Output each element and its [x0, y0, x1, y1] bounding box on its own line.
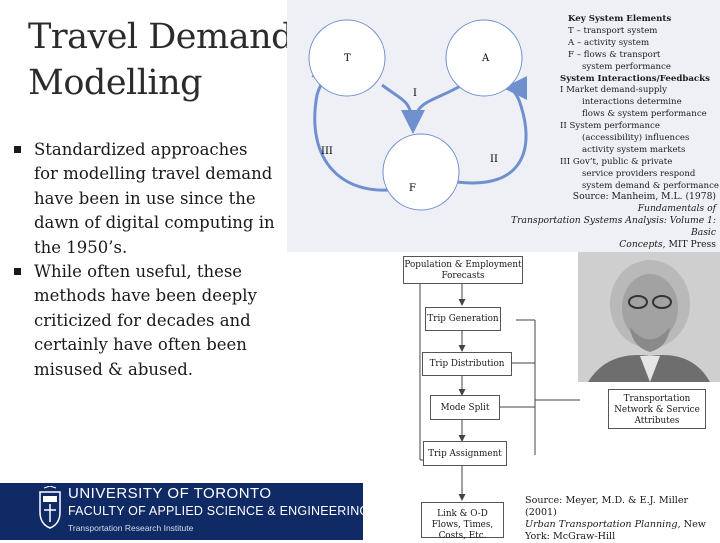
key-interactions-heading: System Interactions/Feedbacks [560, 73, 710, 84]
title-line-1: Travel Demand [28, 17, 294, 57]
arrow-iii-label: III [321, 146, 333, 157]
bullet-item: While often useful, these methods have b… [14, 260, 276, 382]
box-output-label: Link & O-D Flows, Times, Costs, Etc. [431, 509, 494, 541]
key-a: A – activity system [568, 37, 650, 48]
system-diagram: T A F I II III [308, 19, 528, 211]
source-meyer-miller: Source: Meyer, M.D. & E.J. Miller (2001)… [525, 495, 720, 543]
key-ii-3: activity system markets [582, 144, 686, 155]
circle-f-label: F [409, 183, 416, 194]
key-t: T – transport system [568, 25, 658, 36]
source-manheim-suffix: , MIT Press [662, 239, 716, 251]
box-trip-generation-label: Trip Generation [427, 314, 499, 324]
key-iii-3: system demand & performance [582, 180, 719, 191]
box-network-label: Transportation Network & Service Attribu… [614, 394, 700, 426]
key-ii-2: (accessibility) influences [582, 133, 690, 144]
circle-a-label: A [481, 53, 490, 64]
key-iii-1: III Gov’t, public & private [560, 156, 673, 167]
box-trip-generation: Trip Generation [425, 307, 501, 331]
bullet-item: Standardized approaches for modelling tr… [14, 138, 276, 260]
key-iii-2: service providers respond [582, 168, 696, 179]
arrow-i [381, 83, 463, 119]
circle-a [445, 19, 523, 97]
portrait-illustration [578, 252, 720, 382]
circle-t [308, 19, 386, 97]
box-population-forecasts: Population & Employment Forecasts [403, 256, 523, 284]
key-heading: Key System Elements [568, 14, 672, 24]
university-crest-icon [39, 486, 61, 529]
box-trip-distribution: Trip Distribution [422, 352, 512, 376]
circle-f [382, 133, 460, 211]
circle-t-label: T [344, 53, 351, 64]
box-trip-distribution-label: Trip Distribution [429, 359, 505, 369]
source-manheim-italic-1: Fundamentals of [637, 203, 716, 215]
university-name: UNIVERSITY OF TORONTO [68, 485, 272, 502]
title-line-2: Modelling [28, 63, 203, 103]
box-population-label: Population & Employment Forecasts [404, 260, 522, 281]
flowchart-connectors [419, 284, 580, 501]
source-meyer-suffix: , New York: McGraw-Hill [525, 519, 706, 542]
key-f-2: system performance [582, 61, 671, 72]
bullet-text: While often useful, these methods have b… [34, 262, 257, 379]
box-output-flows: Link & O-D Flows, Times, Costs, Etc. [421, 502, 504, 541]
key-i-1: I Market demand-supply [560, 85, 667, 96]
bullet-text: Standardized approaches for modelling tr… [34, 140, 275, 257]
bullet-list: Standardized approaches for modelling tr… [14, 138, 276, 382]
source-manheim-italic-3: Concepts [619, 239, 663, 251]
key-i-2: interactions determine [582, 97, 682, 108]
bullet-marker [14, 146, 21, 153]
arrow-ii [456, 76, 528, 185]
box-mode-split: Mode Split [430, 395, 500, 420]
box-trip-assignment-label: Trip Assignment [428, 449, 502, 459]
university-banner: UNIVERSITY OF TORONTO FACULTY OF APPLIED… [0, 483, 369, 540]
page-title: Travel Demand Modelling [28, 14, 294, 106]
diagram-key: Key System Elements T – transport system… [560, 14, 719, 193]
portrait-photo [578, 252, 720, 382]
box-network-attributes: Transportation Network & Service Attribu… [608, 389, 706, 429]
source-manheim-prefix: Source: Manheim, M.L. (1978) [572, 191, 716, 202]
key-f-1: F – flows & transport [568, 49, 661, 60]
key-i-3: flows & system performance [582, 109, 707, 120]
source-meyer-italic: Urban Transportation Planning [525, 519, 678, 530]
box-trip-assignment: Trip Assignment [423, 441, 507, 466]
faculty-name: FACULTY OF APPLIED SCIENCE & ENGINEERING [68, 504, 370, 518]
bullet-marker [14, 268, 21, 276]
key-ii-1: II System performance [560, 121, 660, 132]
source-manheim: Source: Manheim, M.L. (1978) Fundamental… [508, 191, 716, 251]
arrow-i-label: I [413, 88, 417, 99]
arrow-ii-label: II [490, 154, 498, 165]
source-meyer-prefix: Source: Meyer, M.D. & E.J. Miller (2001) [525, 495, 689, 518]
box-mode-split-label: Mode Split [440, 403, 490, 413]
source-manheim-italic-2: Transportation Systems Analysis: Volume … [510, 215, 716, 239]
institute-name: Transportation Research Institute [68, 523, 194, 533]
